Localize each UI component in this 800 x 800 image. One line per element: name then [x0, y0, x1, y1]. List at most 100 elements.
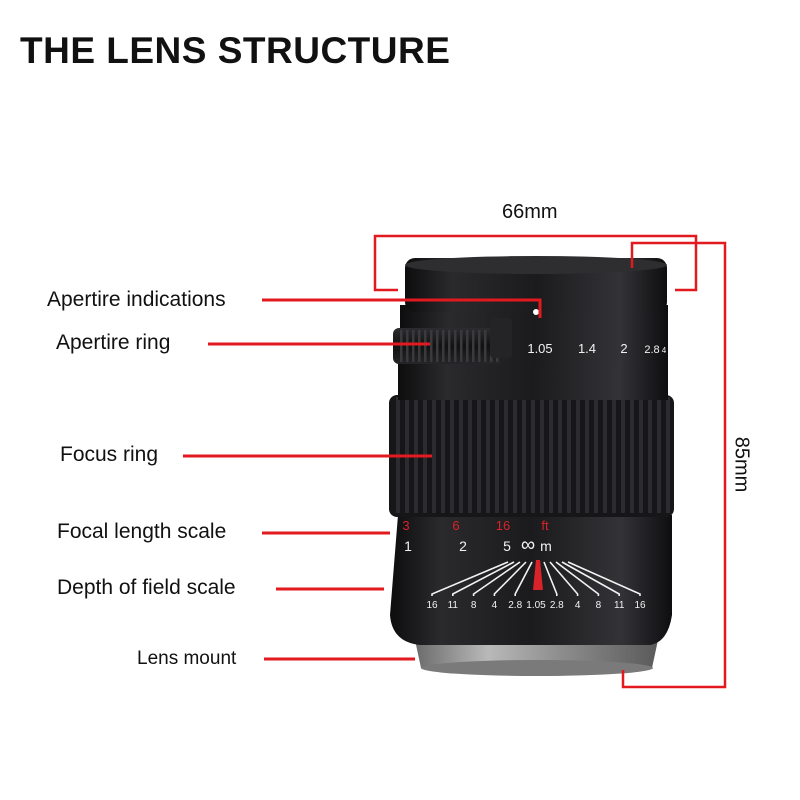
height-dimension: 85mm [730, 436, 753, 493]
aperture-rib [454, 330, 457, 362]
aperture-rib [400, 330, 403, 362]
focus-rib [630, 397, 634, 513]
dof-value: 2.8 [508, 600, 522, 611]
focus-rib [486, 397, 490, 513]
lower-barrel [390, 515, 672, 645]
focus-rib [639, 397, 643, 513]
aperture-rib [442, 330, 445, 362]
dof-line [451, 561, 515, 596]
focus-rib [594, 397, 598, 513]
focus-rib [585, 397, 589, 513]
focus-rib [468, 397, 472, 513]
distance-scale: 3 6 16 ft 1 2 5 ∞ m [402, 518, 551, 556]
focus-rib [540, 397, 544, 513]
dof-value: 11 [614, 600, 625, 611]
dof-scale: 16 11 8 4 2.8 1.05 2.8 4 8 11 16 [426, 560, 646, 611]
aperture-rib [406, 330, 409, 362]
focus-rib [666, 397, 670, 513]
callout-label-focal-length-scale: Focal length scale [57, 520, 227, 543]
page-title: THE LENS STRUCTURE [20, 30, 451, 71]
focus-rib [576, 397, 580, 513]
aperture-value: 2.8 [644, 344, 659, 356]
dof-line [561, 561, 621, 596]
distance-meter-label: 5 [503, 538, 511, 554]
distance-meter-label: 1 [404, 538, 412, 554]
aperture-value: 1.4 [578, 341, 596, 356]
focus-rib [495, 397, 499, 513]
dof-value: 2.8 [550, 600, 564, 611]
front-hood [405, 256, 667, 315]
focus-rib [621, 397, 625, 513]
focus-rib [531, 397, 535, 513]
callout-label-aperture-indications: Apertire indications [47, 288, 226, 311]
aperture-rib [430, 330, 433, 362]
dof-value: 1.05 [526, 600, 546, 611]
focus-rib [450, 397, 454, 513]
focus-rib [513, 397, 517, 513]
dof-index-mark [533, 560, 543, 590]
dof-line [431, 561, 509, 596]
dof-value: 16 [634, 600, 646, 611]
focus-rib [522, 397, 526, 513]
focus-rib [477, 397, 481, 513]
callout-label-aperture-ring: Apertire ring [56, 331, 171, 354]
distance-feet-label: 16 [496, 518, 510, 533]
dof-value: 4 [492, 600, 498, 611]
mid-barrel [398, 358, 668, 400]
focus-rib [558, 397, 562, 513]
dof-line [472, 561, 521, 596]
callout-label-depth-of-field-scale: Depth of field scale [57, 576, 236, 599]
distance-feet-label: ft [541, 518, 549, 533]
dof-value: 8 [596, 600, 602, 611]
height-bracket [621, 241, 727, 689]
aperture-rib [478, 330, 481, 362]
aperture-rib [424, 330, 427, 362]
focus-rib [603, 397, 607, 513]
focus-rib [441, 397, 445, 513]
dof-line [549, 561, 579, 596]
focus-rib [459, 397, 463, 513]
aperture-section [393, 305, 668, 364]
dof-line [493, 561, 527, 596]
aperture-rib [412, 330, 415, 362]
focus-rib [504, 397, 508, 513]
callout-lines [183, 298, 542, 661]
focus-rib [612, 397, 616, 513]
dof-value: 8 [471, 600, 477, 611]
distance-meter-label: m [540, 538, 552, 554]
dof-line [514, 561, 533, 596]
distance-meter-label: 2 [459, 538, 467, 554]
focus-rib [657, 397, 661, 513]
aperture-rib [448, 330, 451, 362]
dof-value: 11 [448, 600, 459, 611]
aperture-rib [436, 330, 439, 362]
focus-ring-ribs [396, 397, 670, 513]
callout-label-focus-ring: Focus ring [60, 443, 159, 466]
dof-line [555, 561, 600, 596]
focus-rib [432, 397, 436, 513]
distance-feet-label: 3 [402, 518, 409, 533]
dof-value: 4 [575, 600, 581, 611]
lens-mount [415, 640, 658, 676]
aperture-rib [466, 330, 469, 362]
distance-feet-label: 6 [452, 518, 459, 533]
callout-label-lens-mount: Lens mount [137, 648, 237, 669]
aperture-value: 2 [620, 341, 627, 356]
dof-line [543, 561, 558, 596]
focus-rib [648, 397, 652, 513]
aperture-rib [418, 330, 421, 362]
distance-meter-label: ∞ [521, 534, 535, 556]
width-bracket [373, 234, 698, 292]
dof-value: 16 [426, 600, 438, 611]
dof-line [567, 561, 641, 596]
focus-ring-body [389, 395, 674, 517]
focus-rib [549, 397, 553, 513]
aperture-rib [484, 330, 487, 362]
leader-line-aperture-indications [262, 298, 542, 318]
aperture-rib [460, 330, 463, 362]
focus-rib [567, 397, 571, 513]
aperture-rib [472, 330, 475, 362]
